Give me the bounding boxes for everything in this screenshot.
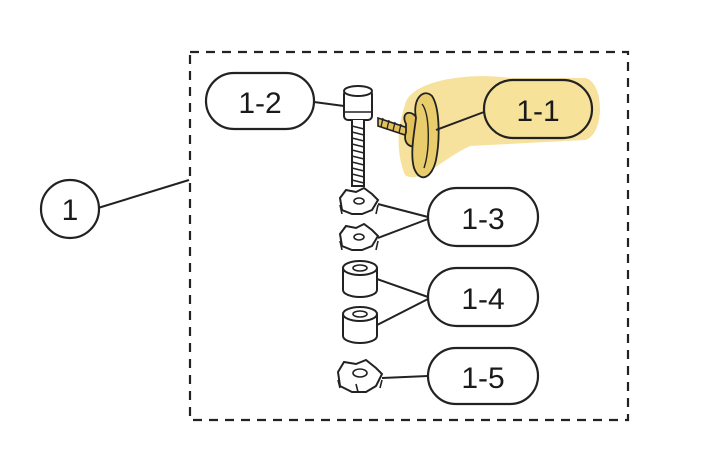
label-1-5: 1-5 xyxy=(461,362,504,395)
part-1-2-bolt xyxy=(343,85,373,187)
callout-1-1: 1-1 xyxy=(435,78,594,140)
callout-1-5: 1-5 xyxy=(381,346,540,406)
callout-1-3: 1-3 xyxy=(377,186,540,248)
label-1-1: 1-1 xyxy=(516,95,559,128)
part-1-1-wing-knob xyxy=(377,92,440,179)
part-1-4-spacer-b xyxy=(342,306,378,344)
part-1-3-star-nut-b xyxy=(338,222,380,251)
label-1-2: 1-2 xyxy=(238,87,281,120)
callout-1-2: 1-2 xyxy=(204,71,345,131)
part-1-5-star-nut xyxy=(336,358,384,393)
part-1-3-star-nut-a xyxy=(338,186,380,215)
callout-1-4: 1-4 xyxy=(376,266,540,328)
label-1-4: 1-4 xyxy=(461,283,504,316)
label-1-3: 1-3 xyxy=(461,203,504,236)
assembly-boundary xyxy=(188,50,630,422)
label-1: 1 xyxy=(62,194,79,227)
part-1-4-spacer-a xyxy=(342,260,378,298)
callout-1: 1 xyxy=(39,178,190,240)
